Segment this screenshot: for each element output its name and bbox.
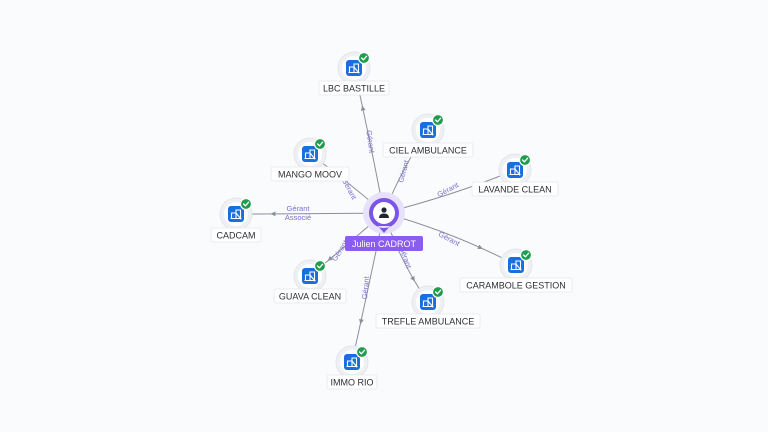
edge-label: Gérant xyxy=(364,130,376,155)
check-icon xyxy=(431,285,445,299)
company-label-box xyxy=(210,227,262,243)
check-icon xyxy=(313,137,327,151)
person-name: Julien CADROT xyxy=(352,239,417,249)
check-icon xyxy=(313,259,327,273)
company-node[interactable]: CIEL AMBULANCE xyxy=(382,113,474,158)
edge-label: Gérant xyxy=(287,204,311,213)
check-icon xyxy=(519,248,533,262)
company-name: IMMO RIO xyxy=(331,378,374,388)
person-label-box xyxy=(345,236,423,251)
person-icon xyxy=(379,207,389,218)
company-node[interactable]: MANGO MOOV xyxy=(270,137,350,182)
check-icon xyxy=(431,113,445,127)
check-icon xyxy=(518,153,532,167)
company-node[interactable]: LAVANDE CLEAN xyxy=(471,153,559,197)
building-icon xyxy=(420,294,436,310)
company-node[interactable]: GUAVA CLEAN xyxy=(273,259,347,304)
building-icon xyxy=(302,146,318,162)
building-icon xyxy=(344,354,360,370)
person-disc xyxy=(373,202,395,224)
company-name: CIEL AMBULANCE xyxy=(389,146,467,156)
nodes-layer: LBC BASTILLE CIEL AMBULANCE MANGO MOOV LAVA… xyxy=(210,51,573,390)
edge-arrow xyxy=(359,318,364,325)
company-node[interactable]: TREFLE AMBULANCE xyxy=(375,285,481,329)
building-icon xyxy=(508,257,524,273)
building-icon xyxy=(302,268,318,284)
company-label-box xyxy=(471,181,559,197)
company-label-box xyxy=(459,277,573,293)
company-label-box xyxy=(318,80,390,96)
company-name: LBC BASTILLE xyxy=(323,84,385,94)
company-label-box xyxy=(270,166,350,182)
company-node[interactable]: CARAMBOLE GESTION xyxy=(459,248,573,293)
company-name: GUAVA CLEAN xyxy=(279,292,341,302)
company-node[interactable]: CADCAM xyxy=(210,197,262,243)
edge-label: Gérant xyxy=(437,229,462,248)
check-icon xyxy=(355,345,369,359)
check-icon xyxy=(239,197,253,211)
edge-arrow xyxy=(477,244,483,249)
building-icon xyxy=(346,60,362,76)
building-icon xyxy=(507,162,523,178)
edge-arrow xyxy=(327,255,333,261)
company-label-box xyxy=(273,288,347,304)
edge-label: Gérant xyxy=(436,180,461,199)
edge-arrow xyxy=(410,275,415,282)
company-name: LAVANDE CLEAN xyxy=(478,185,551,195)
building-icon xyxy=(228,206,244,222)
company-name: TREFLE AMBULANCE xyxy=(382,317,475,327)
company-label-box xyxy=(382,142,474,158)
company-label-box xyxy=(326,374,378,390)
company-node[interactable]: LBC BASTILLE xyxy=(318,51,390,96)
company-name: MANGO MOOV xyxy=(278,170,342,180)
check-icon xyxy=(357,51,371,65)
edge-arrow xyxy=(360,105,366,111)
company-name: CADCAM xyxy=(216,231,255,241)
edge: Gérant xyxy=(351,212,385,363)
company-name: CARAMBOLE GESTION xyxy=(466,281,566,291)
edge-label: Gérant xyxy=(396,158,411,183)
person-node[interactable]: Julien CADROT xyxy=(345,192,423,251)
edge-label: Associé xyxy=(285,213,311,222)
company-node[interactable]: IMMO RIO xyxy=(326,345,378,390)
building-icon xyxy=(420,122,436,138)
company-label-box xyxy=(375,313,481,329)
edge-arrow xyxy=(270,211,276,217)
edge-label: Gérant xyxy=(360,275,371,300)
